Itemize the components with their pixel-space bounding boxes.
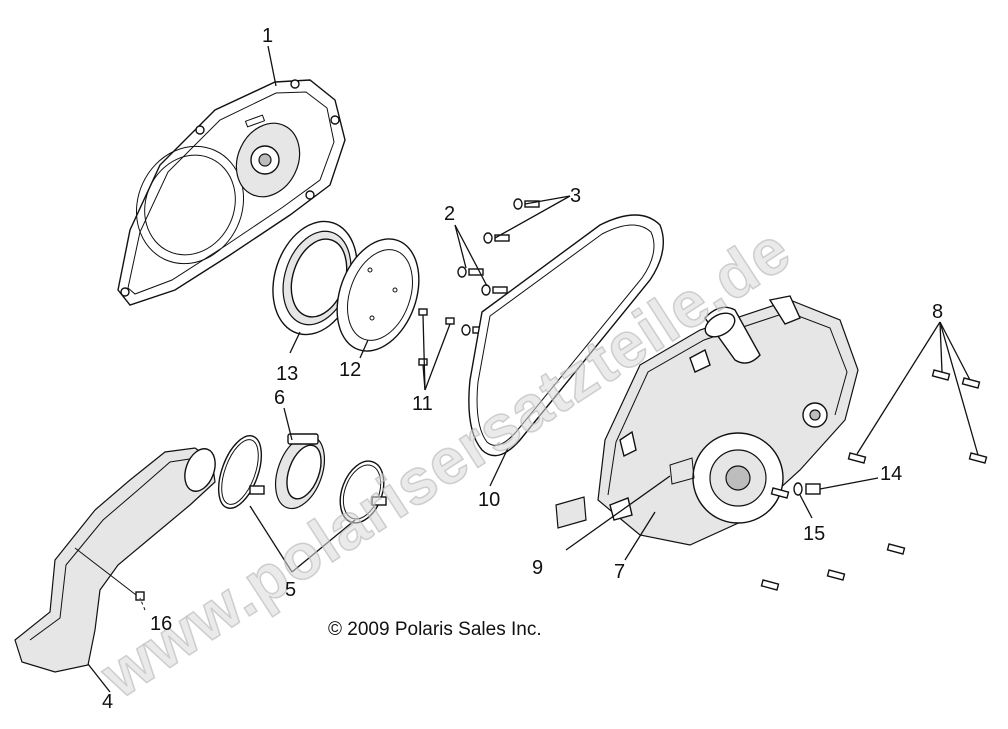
part-coupler — [274, 433, 326, 510]
callout-3: 3 — [570, 185, 581, 207]
copyright-notice: © 2009 Polaris Sales Inc. — [328, 619, 542, 640]
callout-7: 7 — [614, 561, 625, 583]
part-drive-belt — [468, 214, 664, 457]
part-cover-bolts — [847, 369, 988, 464]
callout-labels: 1 2 3 4 5 6 7 8 9 10 11 12 13 14 15 16 — [102, 25, 943, 713]
part-seal-ring — [272, 220, 358, 336]
callout-11: 11 — [412, 393, 433, 415]
part-small-screws — [418, 308, 455, 366]
leader-lines — [87, 45, 979, 693]
part-intake-duct — [14, 447, 216, 673]
part-drain-plug — [770, 482, 821, 499]
callout-8: 8 — [932, 301, 943, 323]
callout-5: 5 — [285, 579, 296, 601]
callout-16: 16 — [150, 613, 172, 635]
callout-4: 4 — [102, 691, 113, 713]
callout-13: 13 — [276, 363, 298, 385]
part-gasket-plate — [336, 238, 420, 352]
part-outer-clutch-cover — [117, 79, 346, 306]
callout-6: 6 — [274, 387, 285, 409]
part-hose-clamps — [217, 435, 387, 524]
part-loose-bolts — [760, 543, 906, 591]
callout-9: 9 — [532, 557, 543, 579]
callout-1: 1 — [262, 25, 273, 47]
callout-14: 14 — [880, 463, 902, 485]
callout-2: 2 — [444, 203, 455, 225]
part-decal — [555, 457, 695, 529]
callout-10: 10 — [478, 489, 500, 511]
part-inner-clutch-cover — [597, 295, 859, 546]
callout-12: 12 — [339, 359, 361, 381]
callout-15: 15 — [803, 523, 825, 545]
